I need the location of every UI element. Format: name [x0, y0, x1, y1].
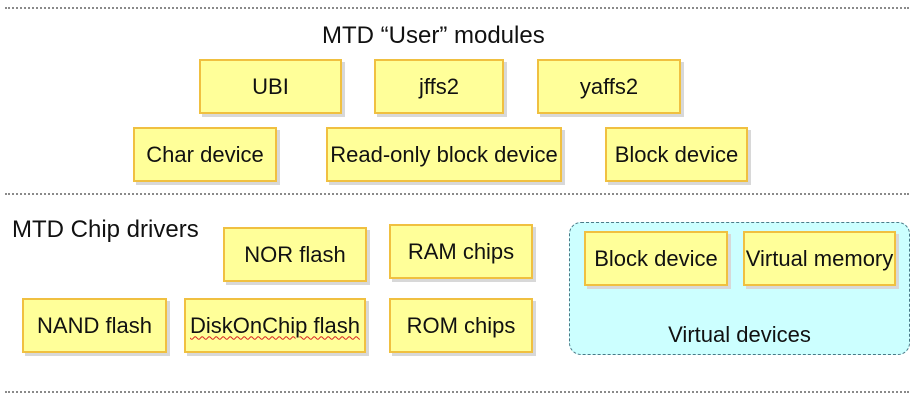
char-device-box: Char device	[133, 127, 277, 182]
block-device-user-box: Block device	[605, 127, 748, 182]
jffs2-box: jffs2	[374, 59, 504, 114]
ram-chips-box: RAM chips	[389, 224, 533, 279]
virtual-block-device-box: Block device	[584, 231, 728, 286]
diskonchip-flash-box: DiskOnChip flash	[184, 298, 366, 353]
nand-flash-box: NAND flash	[22, 298, 167, 353]
diskonchip-flash-label: DiskOnChip flash	[190, 312, 360, 338]
read-only-block-device-box: Read-only block device	[326, 127, 562, 182]
separator-top	[5, 7, 909, 9]
user-modules-heading: MTD “User” modules	[322, 22, 545, 49]
nor-flash-box: NOR flash	[223, 227, 367, 282]
ubi-box: UBI	[199, 59, 342, 114]
virtual-memory-box: Virtual memory	[743, 231, 896, 286]
virtual-devices-group: Block device Virtual memory Virtual devi…	[569, 222, 910, 355]
separator-middle	[5, 193, 909, 195]
virtual-devices-label: Virtual devices	[668, 322, 811, 347]
yaffs2-box: yaffs2	[537, 59, 681, 114]
rom-chips-box: ROM chips	[389, 298, 533, 353]
chip-drivers-heading: MTD Chip drivers	[12, 216, 199, 243]
separator-bottom	[5, 391, 909, 393]
